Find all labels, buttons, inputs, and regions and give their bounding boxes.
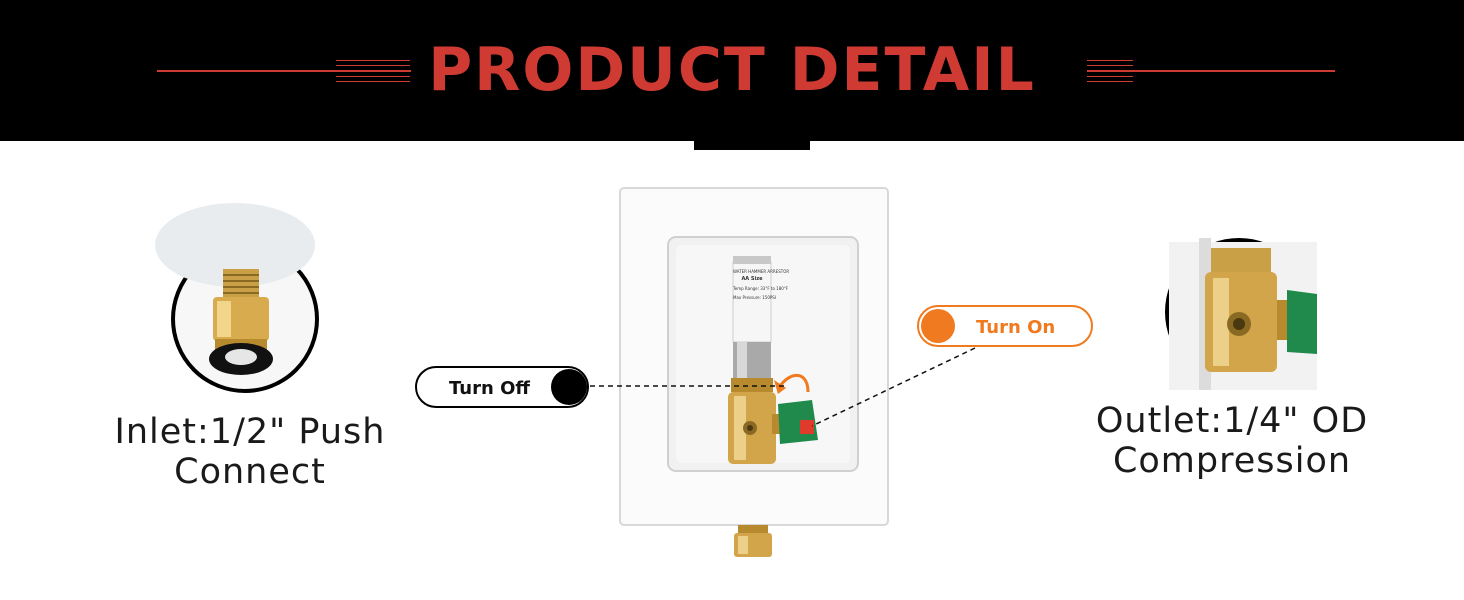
title-decoration-right-stripe — [1087, 60, 1133, 61]
outlet-detail-photo — [1165, 238, 1317, 390]
title-decoration-right-line — [1087, 70, 1335, 72]
arrestor-label-line3: Temp Range: 33°F to 180°F — [733, 286, 789, 291]
arrestor-label-line2: AA Size — [741, 276, 763, 282]
turn-off-label: Turn Off — [449, 378, 530, 399]
turn-off-callout: Turn Off — [415, 366, 589, 408]
title-decoration-left-stripe — [336, 76, 410, 77]
title-decoration-right-stripe — [1087, 81, 1133, 82]
turn-on-label: Turn On — [976, 317, 1056, 338]
page-title: PRODUCT DETAIL — [428, 35, 1036, 105]
outlet-caption-line1: Outlet:1/4" OD — [1095, 401, 1369, 441]
arrestor-label: WATER HAMMER ARRESTOR AA Size Temp Range… — [733, 268, 790, 302]
header-banner-tab — [694, 141, 810, 150]
inlet-detail-photo — [155, 203, 319, 393]
title-decoration-left-stripe — [336, 65, 410, 66]
turn-on-callout: Turn On — [917, 305, 1093, 347]
title-decoration-left-line — [157, 70, 411, 72]
inlet-caption: Inlet:1/2" Push Connect — [100, 412, 400, 492]
title-decoration-left-stripe — [336, 81, 410, 82]
arrestor-label-line4: Max Pressure: 150PSI — [733, 295, 777, 300]
outlet-caption-line2: Compression — [1112, 441, 1352, 481]
turn-on-dot-icon — [921, 309, 955, 343]
title-decoration-right-stripe — [1087, 65, 1133, 66]
title-decoration-left-stripe — [336, 60, 410, 61]
title-decoration-right-stripe — [1087, 76, 1133, 77]
inlet-caption-line2: Connect — [174, 452, 326, 492]
turn-off-dot-icon — [551, 369, 587, 405]
arrestor-label-line1: WATER HAMMER ARRESTOR — [733, 269, 790, 274]
outlet-caption: Outlet:1/4" OD Compression — [1082, 401, 1382, 481]
inlet-caption-line1: Inlet:1/2" Push — [114, 412, 386, 452]
